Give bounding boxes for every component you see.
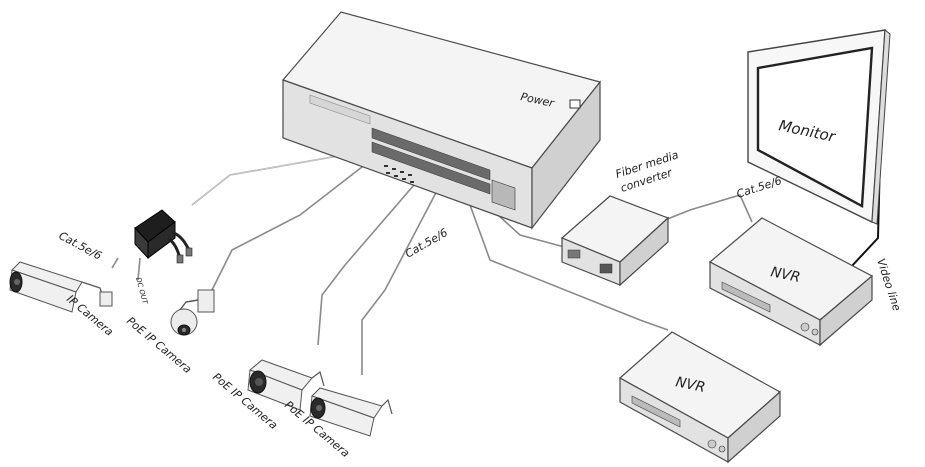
fiber-media-converter: [560, 195, 670, 287]
label-nvr-bottom: NVR: [674, 374, 706, 396]
poe-ip-camera-bullet2: [309, 387, 393, 437]
poe-ip-camera-dome: [170, 289, 215, 336]
poe-switch: [281, 11, 602, 230]
switch-ports: [371, 127, 516, 211]
vent-dots: [384, 165, 414, 183]
cable-dc-out: [137, 257, 141, 281]
label-dc-out: DC OUT: [134, 276, 149, 305]
label-nvr-top: NVR: [769, 264, 801, 286]
ip-camera: [9, 261, 113, 313]
cable-switch-nvr-bottom: [469, 204, 669, 331]
poe-splitter: [134, 209, 193, 264]
cables: [111, 107, 881, 375]
poe-ip-camera-bullet1: [247, 359, 325, 411]
cable-ipcam-splitter: [111, 257, 119, 269]
cable-switch-bullet2: [361, 184, 441, 375]
monitor: [747, 29, 891, 225]
label-cat-right: Cat.5e/6: [735, 174, 783, 201]
cable-switch-dome: [211, 149, 385, 291]
cable-switch-fiber: [497, 214, 569, 249]
label-video-line: Video line: [874, 257, 903, 313]
power-plug: [569, 99, 581, 109]
label-cat-left: Cat.5e/6: [57, 229, 104, 262]
nvr-top: [708, 217, 874, 347]
cable-switch-bullet1: [317, 177, 421, 346]
nvr-bottom: [618, 331, 782, 464]
